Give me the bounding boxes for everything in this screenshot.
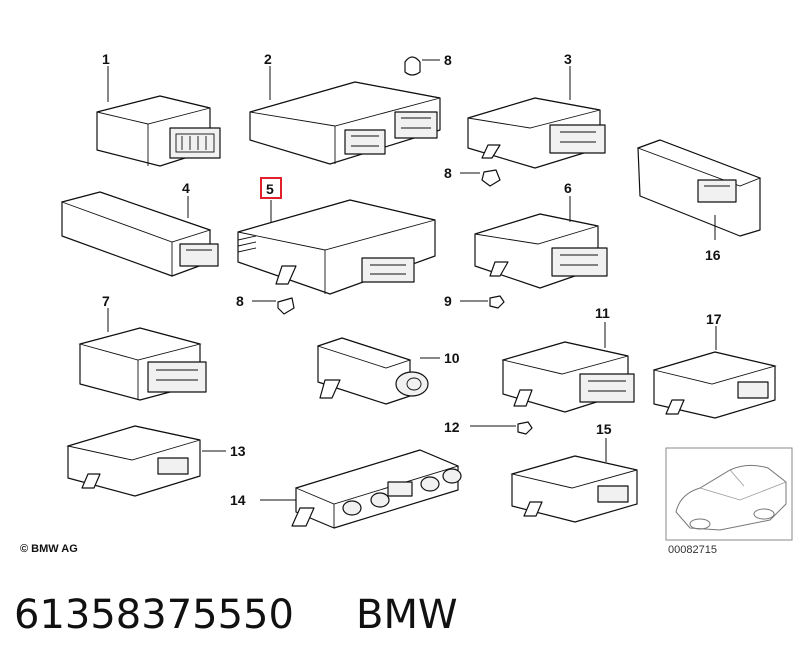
footer-brand: BMW [356,592,458,638]
part-label-11: 11 [595,305,610,321]
part-8-nut-lower [277,297,295,315]
part-label-5: 5 [266,181,274,197]
part-12-nut [517,421,533,435]
part-10-connector [316,337,429,405]
part-label-12: 12 [444,419,460,435]
part-label-8-lower: 8 [236,293,244,309]
copyright-text: © BMW AG [20,543,78,555]
part-16-module [652,351,777,419]
part-8-nut-top [404,56,421,76]
part-label-4: 4 [182,180,190,196]
image-code: 00082715 [668,544,717,556]
part-6-module [474,213,608,289]
part-11-module [501,341,635,413]
part-label-9: 9 [444,293,452,309]
part-label-1: 1 [102,51,110,67]
part-3-module [467,97,606,169]
part-label-10: 10 [444,350,460,366]
part-17-module [636,139,762,237]
car-silhouette-icon [675,464,787,531]
part-label-3: 3 [564,51,572,67]
footer-part-number: 61358375550 [14,592,294,638]
part-14-connector [291,449,462,529]
part-4-module [60,191,219,277]
part-label-13: 13 [230,443,246,459]
part-13-module [66,425,201,497]
part-label-2: 2 [264,51,272,67]
part-5-module [237,199,436,295]
part-label-6: 6 [564,180,572,196]
part-label-16: 17 [706,311,722,327]
part-5-highlight-box [260,177,282,199]
part-label-15: 15 [596,421,612,437]
part-1-module [96,95,221,167]
vehicle-location-inset [665,447,793,541]
part-label-8-top: 8 [444,52,452,68]
part-9-nut [489,295,505,309]
part-7-module [78,327,207,401]
part-8-nut-middle [481,169,501,187]
part-label-7: 7 [102,293,110,309]
part-label-14: 14 [230,492,246,508]
part-label-8-middle: 8 [444,165,452,181]
part-2-module [249,81,441,165]
part-15-module [510,455,638,523]
part-label-17: 16 [705,247,721,263]
